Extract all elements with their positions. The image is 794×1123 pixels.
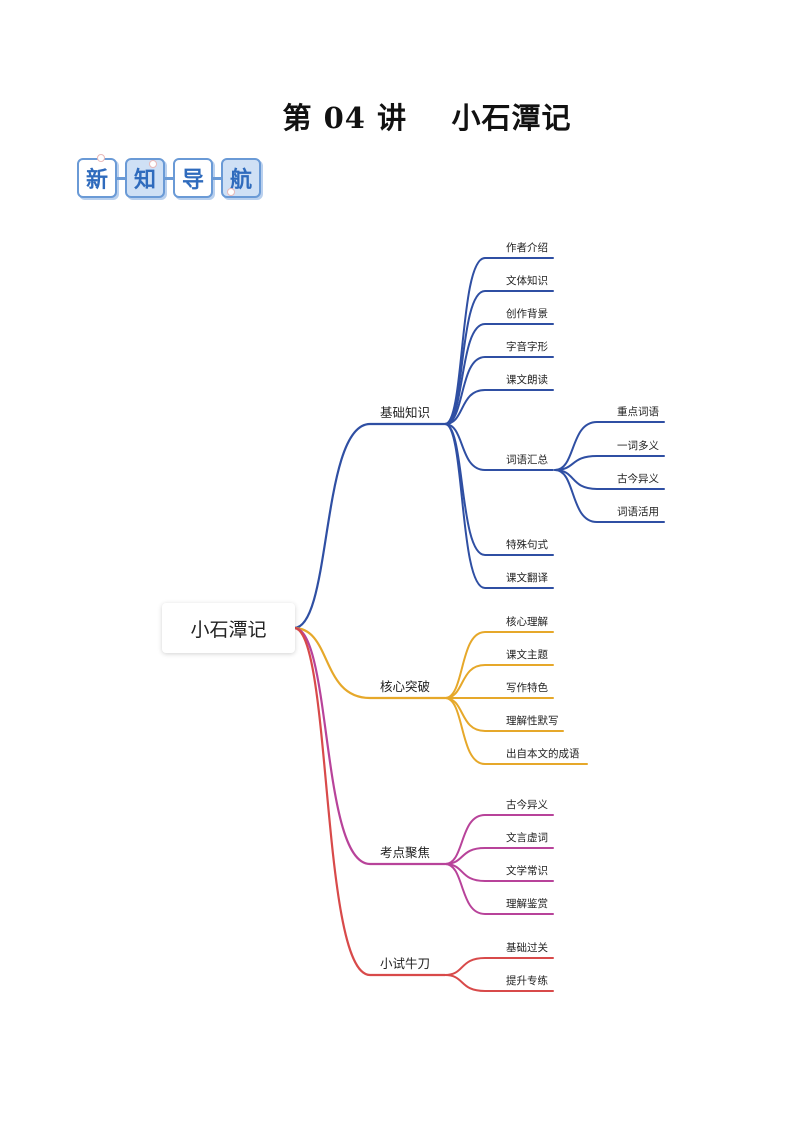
leaf-label: 古今异义 (506, 798, 548, 811)
leaf-label: 出自本文的成语 (506, 747, 580, 760)
branch-label: 小试牛刀 (380, 956, 430, 971)
leaf-label: 基础过关 (506, 941, 548, 954)
leaf-connector (444, 389, 554, 425)
leaf-label: 课文翻译 (506, 571, 548, 584)
leaf-connector (444, 664, 554, 699)
badge-connector (165, 177, 174, 180)
branch-label: 核心突破 (380, 679, 430, 694)
leaf-connector (444, 631, 554, 699)
leaf-label: 课文主题 (506, 648, 548, 661)
badge-connector (213, 177, 222, 180)
leaf-connector (444, 847, 554, 865)
badge-xin: 新 (77, 158, 117, 198)
leaf-label: 创作背景 (506, 307, 548, 320)
badge-hang: 航 (221, 158, 261, 198)
subleaf-connector (554, 469, 665, 523)
subleaf-label: 一词多义 (617, 439, 659, 452)
leaf-label: 理解鉴赏 (506, 897, 548, 910)
badge-connector (117, 177, 126, 180)
leaf-label: 文言虚词 (506, 831, 548, 844)
branch-label: 基础知识 (380, 405, 430, 420)
leaf-label: 特殊句式 (506, 538, 548, 551)
leaf-label: 理解性默写 (506, 714, 559, 727)
leaf-label: 课文朗读 (506, 373, 548, 386)
leaf-connector (444, 423, 554, 589)
subleaf-connector (554, 455, 665, 471)
leaf-connector (444, 814, 554, 865)
leaf-label: 文学常识 (506, 864, 548, 877)
leaf-connector (444, 863, 554, 915)
leaf-connector (444, 356, 554, 425)
subleaf-label: 词语活用 (617, 506, 659, 518)
decor-dot-icon (227, 188, 235, 196)
leaf-label: 作者介绍 (506, 241, 548, 254)
decor-dot-icon (149, 160, 157, 168)
leaf-label: 核心理解 (506, 615, 548, 628)
badge-zhi: 知 (125, 158, 165, 198)
leaf-connector (444, 974, 554, 992)
leaf-connector (444, 323, 554, 425)
subleaf-label: 古今异义 (617, 472, 659, 485)
mindmap-root-node: 小石潭记 (162, 603, 295, 653)
leaf-label: 字音字形 (506, 340, 548, 353)
leaf-label: 写作特色 (506, 681, 548, 694)
branch-label: 考点聚焦 (380, 845, 430, 860)
leaf-connector (444, 423, 554, 471)
decor-dot-icon (97, 154, 105, 162)
branch-connector (292, 626, 447, 866)
subleaf-label: 重点词语 (617, 405, 659, 418)
leaf-connector (444, 957, 554, 976)
leaf-connector (444, 697, 588, 765)
branch-connector (292, 626, 447, 700)
page-title: 第 04 讲 小石潭记 (282, 101, 572, 135)
leaf-label: 提升专练 (506, 974, 548, 987)
branch-connector (292, 422, 447, 630)
branch-connector (292, 626, 447, 977)
leaf-label: 词语汇总 (506, 453, 548, 466)
subleaf-connector (554, 421, 665, 471)
leaf-label: 文体知识 (506, 274, 548, 287)
badge-dao: 导 (173, 158, 213, 198)
